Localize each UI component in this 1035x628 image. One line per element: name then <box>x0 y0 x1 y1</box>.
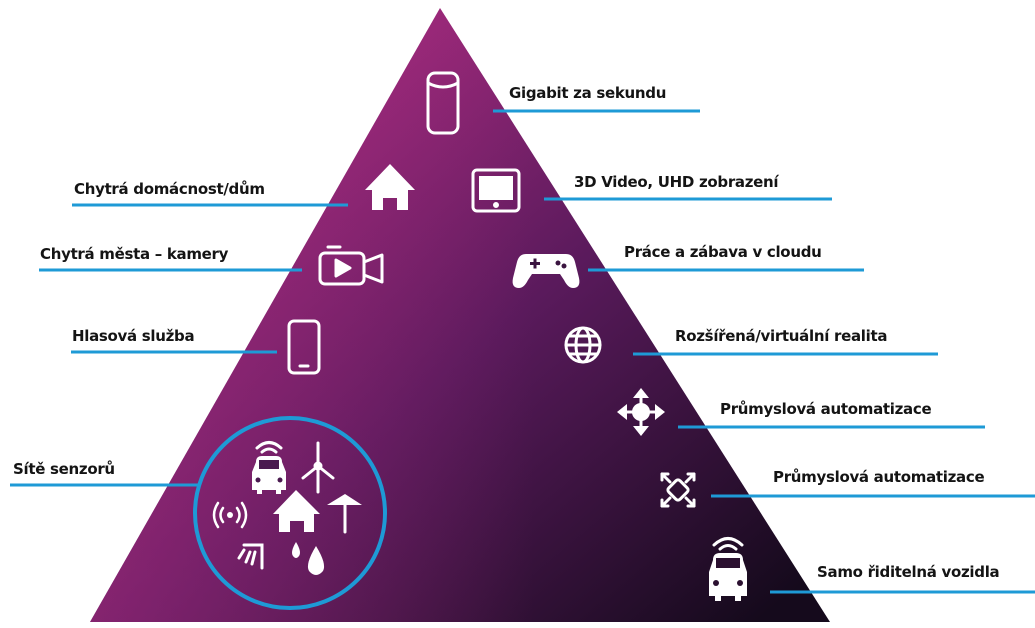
house-icon <box>365 164 415 210</box>
move-arrows-icon <box>617 388 665 436</box>
gamepad-icon <box>512 254 580 288</box>
label-voice: Hlasová služba <box>72 327 195 345</box>
tablet-icon <box>471 168 521 213</box>
label-3d-video: 3D Video, UHD zobrazení <box>574 173 779 191</box>
sprinkler-icon <box>237 543 264 570</box>
label-smart-home: Chytrá domácnost/dům <box>74 180 265 198</box>
connected-car-icon <box>709 537 747 601</box>
label-self-driving: Samo řiditelná vozidla <box>817 563 1000 581</box>
label-ar-vr: Rozšířená/virtuální realita <box>675 327 888 345</box>
cylinder-speaker-icon <box>426 71 460 135</box>
label-automation-2: Průmyslová automatizace <box>773 468 985 486</box>
sensor-house-icon <box>273 490 320 532</box>
street-lamp-icon <box>327 494 362 534</box>
sensor-car-icon <box>252 441 286 494</box>
label-cloud-gaming: Práce a zábava v cloudu <box>624 243 822 261</box>
sensor-circle <box>193 416 387 610</box>
label-automation-1: Průmyslová automatizace <box>720 400 932 418</box>
label-gigabit: Gigabit za sekundu <box>509 84 667 102</box>
water-drops-icon <box>292 542 325 575</box>
wind-turbine-icon <box>301 441 335 494</box>
video-camera-icon <box>318 245 384 286</box>
globe-icon <box>564 326 602 364</box>
pyramid-shade <box>90 8 830 622</box>
wireless-signal-icon <box>212 501 248 529</box>
label-smart-cities: Chytrá města – kamery <box>40 245 229 263</box>
label-sensor-networks: Sítě senzorů <box>13 460 115 478</box>
smartphone-icon <box>287 319 321 375</box>
expand-arrows-icon <box>660 472 696 508</box>
sensor-cluster-icon <box>212 441 362 575</box>
